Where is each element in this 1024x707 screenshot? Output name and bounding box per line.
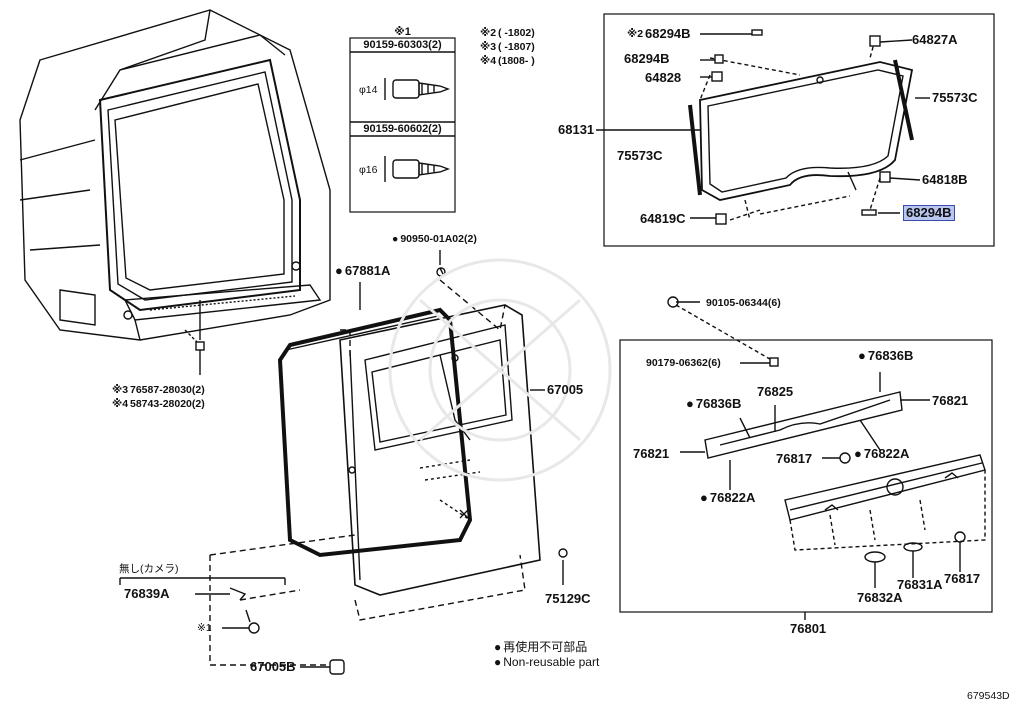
part-label-76817-bottom[interactable]: 76817	[944, 571, 981, 586]
part-label-68294B-top[interactable]: 68294B	[645, 26, 691, 41]
legend-non-reusable-en: Non-reusable part	[494, 655, 599, 669]
part-label-64819C[interactable]: 64819C	[640, 211, 686, 226]
part-label-67005B[interactable]: 67005B	[250, 659, 296, 674]
part-label-67005[interactable]: 67005	[547, 382, 584, 397]
part-label-76832A[interactable]: 76832A	[857, 590, 903, 605]
part-label-76825[interactable]: 76825	[757, 384, 794, 399]
screw-m1	[222, 609, 260, 634]
mark-2-glass: ※2	[627, 28, 644, 40]
bolt-67005B	[300, 659, 345, 675]
clip-part-number-1[interactable]: 90159-60303(2)	[363, 39, 442, 51]
mark-1-screw: ※1	[197, 622, 212, 634]
mark-4-clip: ※4	[112, 398, 129, 410]
clip-part-number-2[interactable]: 90159-60602(2)	[363, 123, 442, 135]
part-label-76839A[interactable]: 76839A	[124, 586, 170, 601]
part-label-58743[interactable]: 58743-28020(2)	[130, 398, 205, 410]
note-4-range: (1808- )	[498, 55, 535, 67]
clip-fastener-1	[384, 78, 450, 100]
part-label-67881A[interactable]: 67881A	[335, 264, 391, 278]
clip-fastener-2	[384, 156, 450, 182]
part-label-64818B[interactable]: 64818B	[922, 172, 968, 187]
part-label-68131[interactable]: 68131	[558, 122, 595, 137]
part-label-76821-right[interactable]: 76821	[932, 393, 969, 408]
watermark-emblem	[388, 258, 612, 482]
clip-diameter-1: φ14	[359, 84, 378, 96]
diagram-id: 679543D	[967, 690, 1010, 702]
clip-box-mark: ※1	[394, 26, 411, 38]
vehicle-body-illustration	[19, 9, 331, 341]
legend-non-reusable-jp: 再使用不可部品	[494, 638, 587, 655]
part-label-75129C[interactable]: 75129C	[545, 591, 591, 606]
part-label-90950[interactable]: 90950-01A02(2)	[392, 233, 476, 245]
part-label-76821-left[interactable]: 76821	[633, 446, 670, 461]
back-door-panel	[339, 304, 541, 596]
part-label-76801[interactable]: 76801	[790, 621, 827, 636]
part-label-75573C-left[interactable]: 75573C	[617, 148, 663, 163]
part-label-90105[interactable]: 90105-06344(6)	[706, 297, 781, 309]
camera-note: 無し(カメラ)	[119, 563, 179, 575]
part-label-76822A-left[interactable]: 76822A	[700, 491, 756, 505]
note-2-range: ( -1802)	[498, 27, 535, 39]
part-label-90179[interactable]: 90179-06362(6)	[646, 357, 721, 369]
clip-diameter-2: φ16	[359, 164, 378, 176]
part-label-76831A[interactable]: 76831A	[897, 577, 943, 592]
part-label-68294B-left[interactable]: 68294B	[624, 51, 670, 66]
note-3-range: ( -1807)	[498, 41, 535, 53]
part-label-76822A-right[interactable]: 76822A	[854, 447, 910, 461]
part-label-68294B-highlighted[interactable]: 68294B	[903, 205, 955, 221]
part-label-75573C-right[interactable]: 75573C	[932, 90, 978, 105]
part-label-76836B-left[interactable]: 76836B	[686, 397, 742, 411]
weatherstrip	[277, 307, 473, 558]
part-label-76836B-top[interactable]: 76836B	[858, 349, 914, 363]
mark-4-note: ※4	[480, 55, 497, 67]
mark-3-note: ※3	[480, 41, 497, 53]
part-label-64827A[interactable]: 64827A	[912, 32, 958, 47]
part-label-76817-mid[interactable]: 76817	[776, 451, 813, 466]
part-label-64828[interactable]: 64828	[645, 70, 682, 85]
mark-3-clip: ※3	[112, 384, 129, 396]
mark-2-note: ※2	[480, 27, 497, 39]
part-label-76587[interactable]: 76587-28030(2)	[130, 384, 205, 396]
